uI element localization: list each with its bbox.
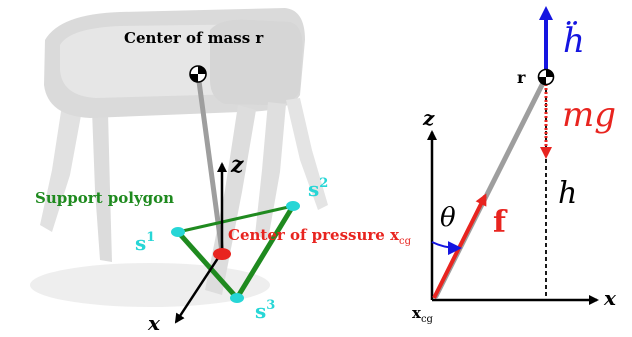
contact-point-s1 <box>171 227 185 237</box>
s2-label: s2 <box>308 176 328 201</box>
contact-point-s2 <box>286 201 300 211</box>
f-label: f <box>493 205 508 240</box>
com-label: Center of mass r <box>124 29 264 47</box>
h-label: h <box>558 176 577 211</box>
contact-point-s3 <box>230 293 244 303</box>
right-z-label: z <box>422 106 435 130</box>
center-of-pressure-marker <box>213 248 231 260</box>
r-label: r <box>517 68 526 87</box>
s3-label: s3 <box>255 298 275 323</box>
center-of-pressure-label: Center of pressure xcg <box>228 226 412 247</box>
xcg-label: xcg <box>412 304 434 325</box>
support-polygon-label: Support polygon <box>35 189 174 207</box>
robot-illustration <box>30 8 328 307</box>
com-marker-right <box>537 68 555 86</box>
theta-arc <box>431 241 462 256</box>
mg-label: mg <box>562 95 616 135</box>
theta-label: θ <box>440 203 456 233</box>
acceleration-label: ḧ <box>563 21 585 61</box>
s1-label: s1 <box>135 230 155 255</box>
left-z-label: z <box>230 152 244 178</box>
com-marker-left <box>189 65 207 83</box>
left-x-label: x <box>147 311 161 335</box>
left-x-axis <box>174 251 224 324</box>
right-x-label: x <box>603 286 617 310</box>
support-polygon <box>176 204 296 300</box>
